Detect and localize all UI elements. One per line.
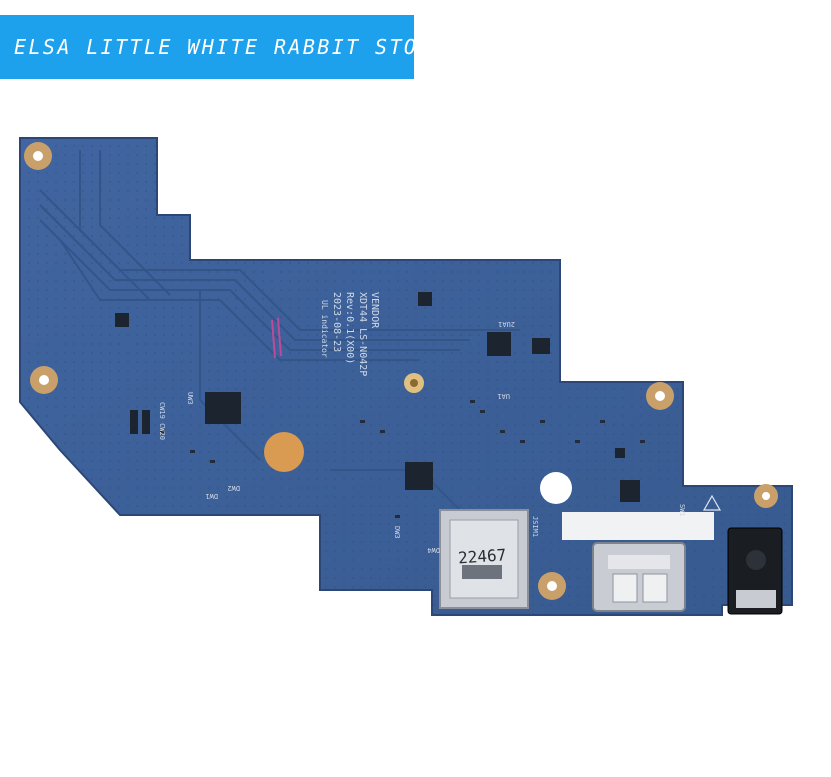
silk-ua2: 2UA1: [498, 320, 515, 328]
store-banner: ELSA LITTLE WHITE RABBIT STORE: [0, 15, 445, 79]
sd-slot-label: 22467: [457, 545, 506, 567]
ic-chips: [115, 292, 640, 502]
store-banner-text: ELSA LITTLE WHITE RABBIT STORE: [14, 35, 448, 59]
silk-dw1: DW1: [205, 492, 218, 500]
pink-marks: [271, 317, 282, 359]
silk-vendor: VENDOR: [369, 292, 380, 329]
silk-date: 2023-08-23: [331, 292, 342, 352]
silk-ua1: UA1: [497, 392, 510, 400]
silk-sim: JSIM1: [531, 516, 539, 537]
silk-model: XDT44 LS-N042P: [357, 292, 368, 376]
gold-test-pad: [264, 432, 304, 472]
warning-triangle-icon: [702, 494, 722, 511]
silk-dw4: DW4: [427, 546, 440, 554]
silk-dw3: DW3: [393, 526, 401, 539]
silk-indicator: UL indicator: [320, 300, 329, 358]
silk-cw: CW19 CW20: [158, 402, 166, 440]
silk-uw3: UW3: [186, 392, 194, 405]
silk-revision: Rev:0.1(X00): [344, 292, 355, 364]
silk-sw1: SW1: [678, 504, 686, 517]
silk-dw2: DW2: [227, 484, 240, 492]
usb-c-port: [592, 542, 686, 612]
mounting-holes: [24, 142, 778, 600]
pcb-traces: [39, 150, 520, 521]
sd-card-slot: [439, 509, 529, 609]
audio-jack: [727, 527, 783, 615]
